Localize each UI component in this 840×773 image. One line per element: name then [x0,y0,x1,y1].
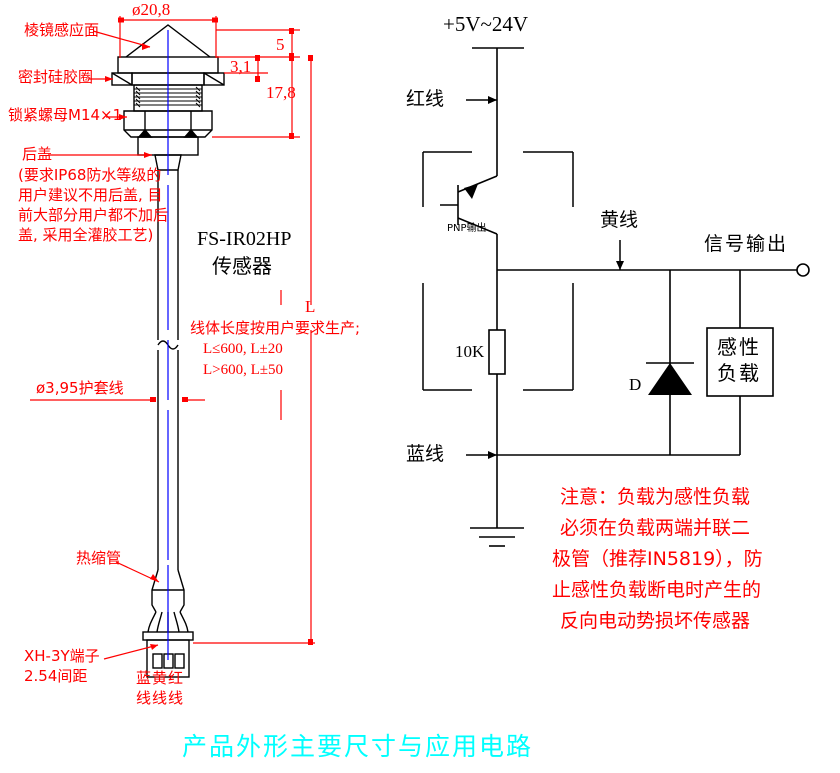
leader-nut-arrow [119,114,127,120]
lead-4 [173,611,180,633]
prism-triangle [125,24,211,58]
note-backcap-line4: 盖, 采用全灌胶工艺) [18,226,154,244]
dim-5-label: 5 [276,35,285,54]
leader-prism-arrow [142,43,150,50]
wire-label-pointers [466,96,624,459]
transistor-collector-lead [457,217,498,235]
connector-pin-3 [174,653,185,669]
transistor-emitter-arrow [464,184,478,199]
transistor-type-label: PNP输出 [447,223,487,234]
note-backcap-line2: 用户建议不用后盖, 目 [18,186,163,204]
leader-terminal-arrow [150,644,158,650]
label-lock-nut: 锁紧螺母M14×1 [8,106,123,124]
leader-backcap-arrow [144,152,152,158]
label-back-cap: 后盖 [22,145,53,163]
leader-terminal [103,644,159,660]
warning-line2: 必须在负载两端并联二 [560,517,751,539]
sensor-part-number: FS-IR02HP [197,228,292,250]
resistor-value-label: 10K [455,342,485,361]
warning-line4: 止感性负载断电时产生的 [552,579,762,601]
page-title: 产品外形主要尺寸与应用电路 [182,732,534,761]
dimension-lines [30,16,315,645]
pnp-transistor [440,175,498,235]
lead-5 [179,611,189,633]
label-seal-ring: 密封硅胶圈 [18,68,94,86]
dim-3-1-label: 3,1 [230,57,252,76]
dim-tick-l [118,17,124,23]
dim-diameter-label: ø20,8 [132,0,171,19]
supply-voltage-label: +5V~24V [443,12,529,36]
label-heat-shrink: 热缩管 [76,549,122,567]
yellow-wire-arrow [616,261,624,270]
dim-178-tick-top [289,55,294,61]
warning-line5: 反向电动势损坏传感器 [560,610,751,632]
label-prism-surface: 棱镜感应面 [24,21,100,39]
circuit-schematic [422,47,810,547]
dim-L-tick-top [308,55,313,61]
dim-cable-tick-r [182,397,188,402]
transistor-emitter-lead [457,175,498,193]
label-wire-colors-line2: 线线线 [136,689,185,707]
leader-prism [92,30,151,48]
dim-L-label: L [305,297,316,316]
load-label-line1: 感性 [717,335,761,359]
label-cable-diameter: ø3,95护套线 [36,379,124,397]
leader-lines [48,30,282,660]
red-wire-arrow [488,96,497,104]
yellow-wire-label: 黄线 [600,209,639,231]
dim-5-tick-top [289,28,294,34]
label-terminal-line2: 2.54间距 [24,667,88,685]
note-length-line2: L≤600, L±20 [203,341,283,357]
inductive-load-box [706,327,774,397]
signal-output-terminal [796,263,810,277]
ground-symbol [470,527,524,547]
sensor-boundary-box [422,151,574,391]
dim-cable-tick-l [150,397,156,402]
dim-31-tick-bot [255,76,260,82]
note-backcap-line3: 前大部分用户都不加后 [18,206,169,224]
diode-designator-label: D [629,375,642,394]
label-terminal-line1: XH-3Y端子 [24,647,100,665]
note-backcap-line1: (要求IP68防水等级的 [18,166,162,184]
signal-output-label: 信号输出 [704,233,789,255]
note-length-line1: 线体长度按用户要求生产; [190,319,361,337]
dim-178-tick-bot [289,133,294,139]
dim-17-8-label: 17,8 [266,83,296,102]
sensor-part-word: 传感器 [212,254,272,278]
blue-wire-arrow [488,451,497,459]
warning-line3: 极管（推荐IN5819），防 [552,548,763,570]
red-wire-label: 红线 [406,88,445,110]
cable-body [157,170,179,570]
dim-tick-r [212,17,218,23]
diode-triangle [648,363,692,395]
lead-2 [156,611,163,633]
load-label-line2: 负载 [717,361,761,385]
dim-L-tick-bot [308,639,313,645]
label-wire-colors-line1: 蓝黄红 [136,669,185,687]
warning-line1: 注意：负载为感性负载 [560,486,751,508]
leader-seal-arrow [105,76,113,82]
lead-1 [147,611,157,633]
dim-31-tick-top [255,55,260,61]
shrink-right [177,569,185,613]
seal-hatch-right [203,72,225,86]
note-length-line3: L>600, L±50 [203,362,284,378]
leader-shrink-arrow [150,574,159,582]
connector-pin-1 [152,653,163,669]
blue-wire-label: 蓝线 [406,443,445,465]
seal-hatch-left [111,72,133,86]
resistor-10k-body [488,329,506,375]
